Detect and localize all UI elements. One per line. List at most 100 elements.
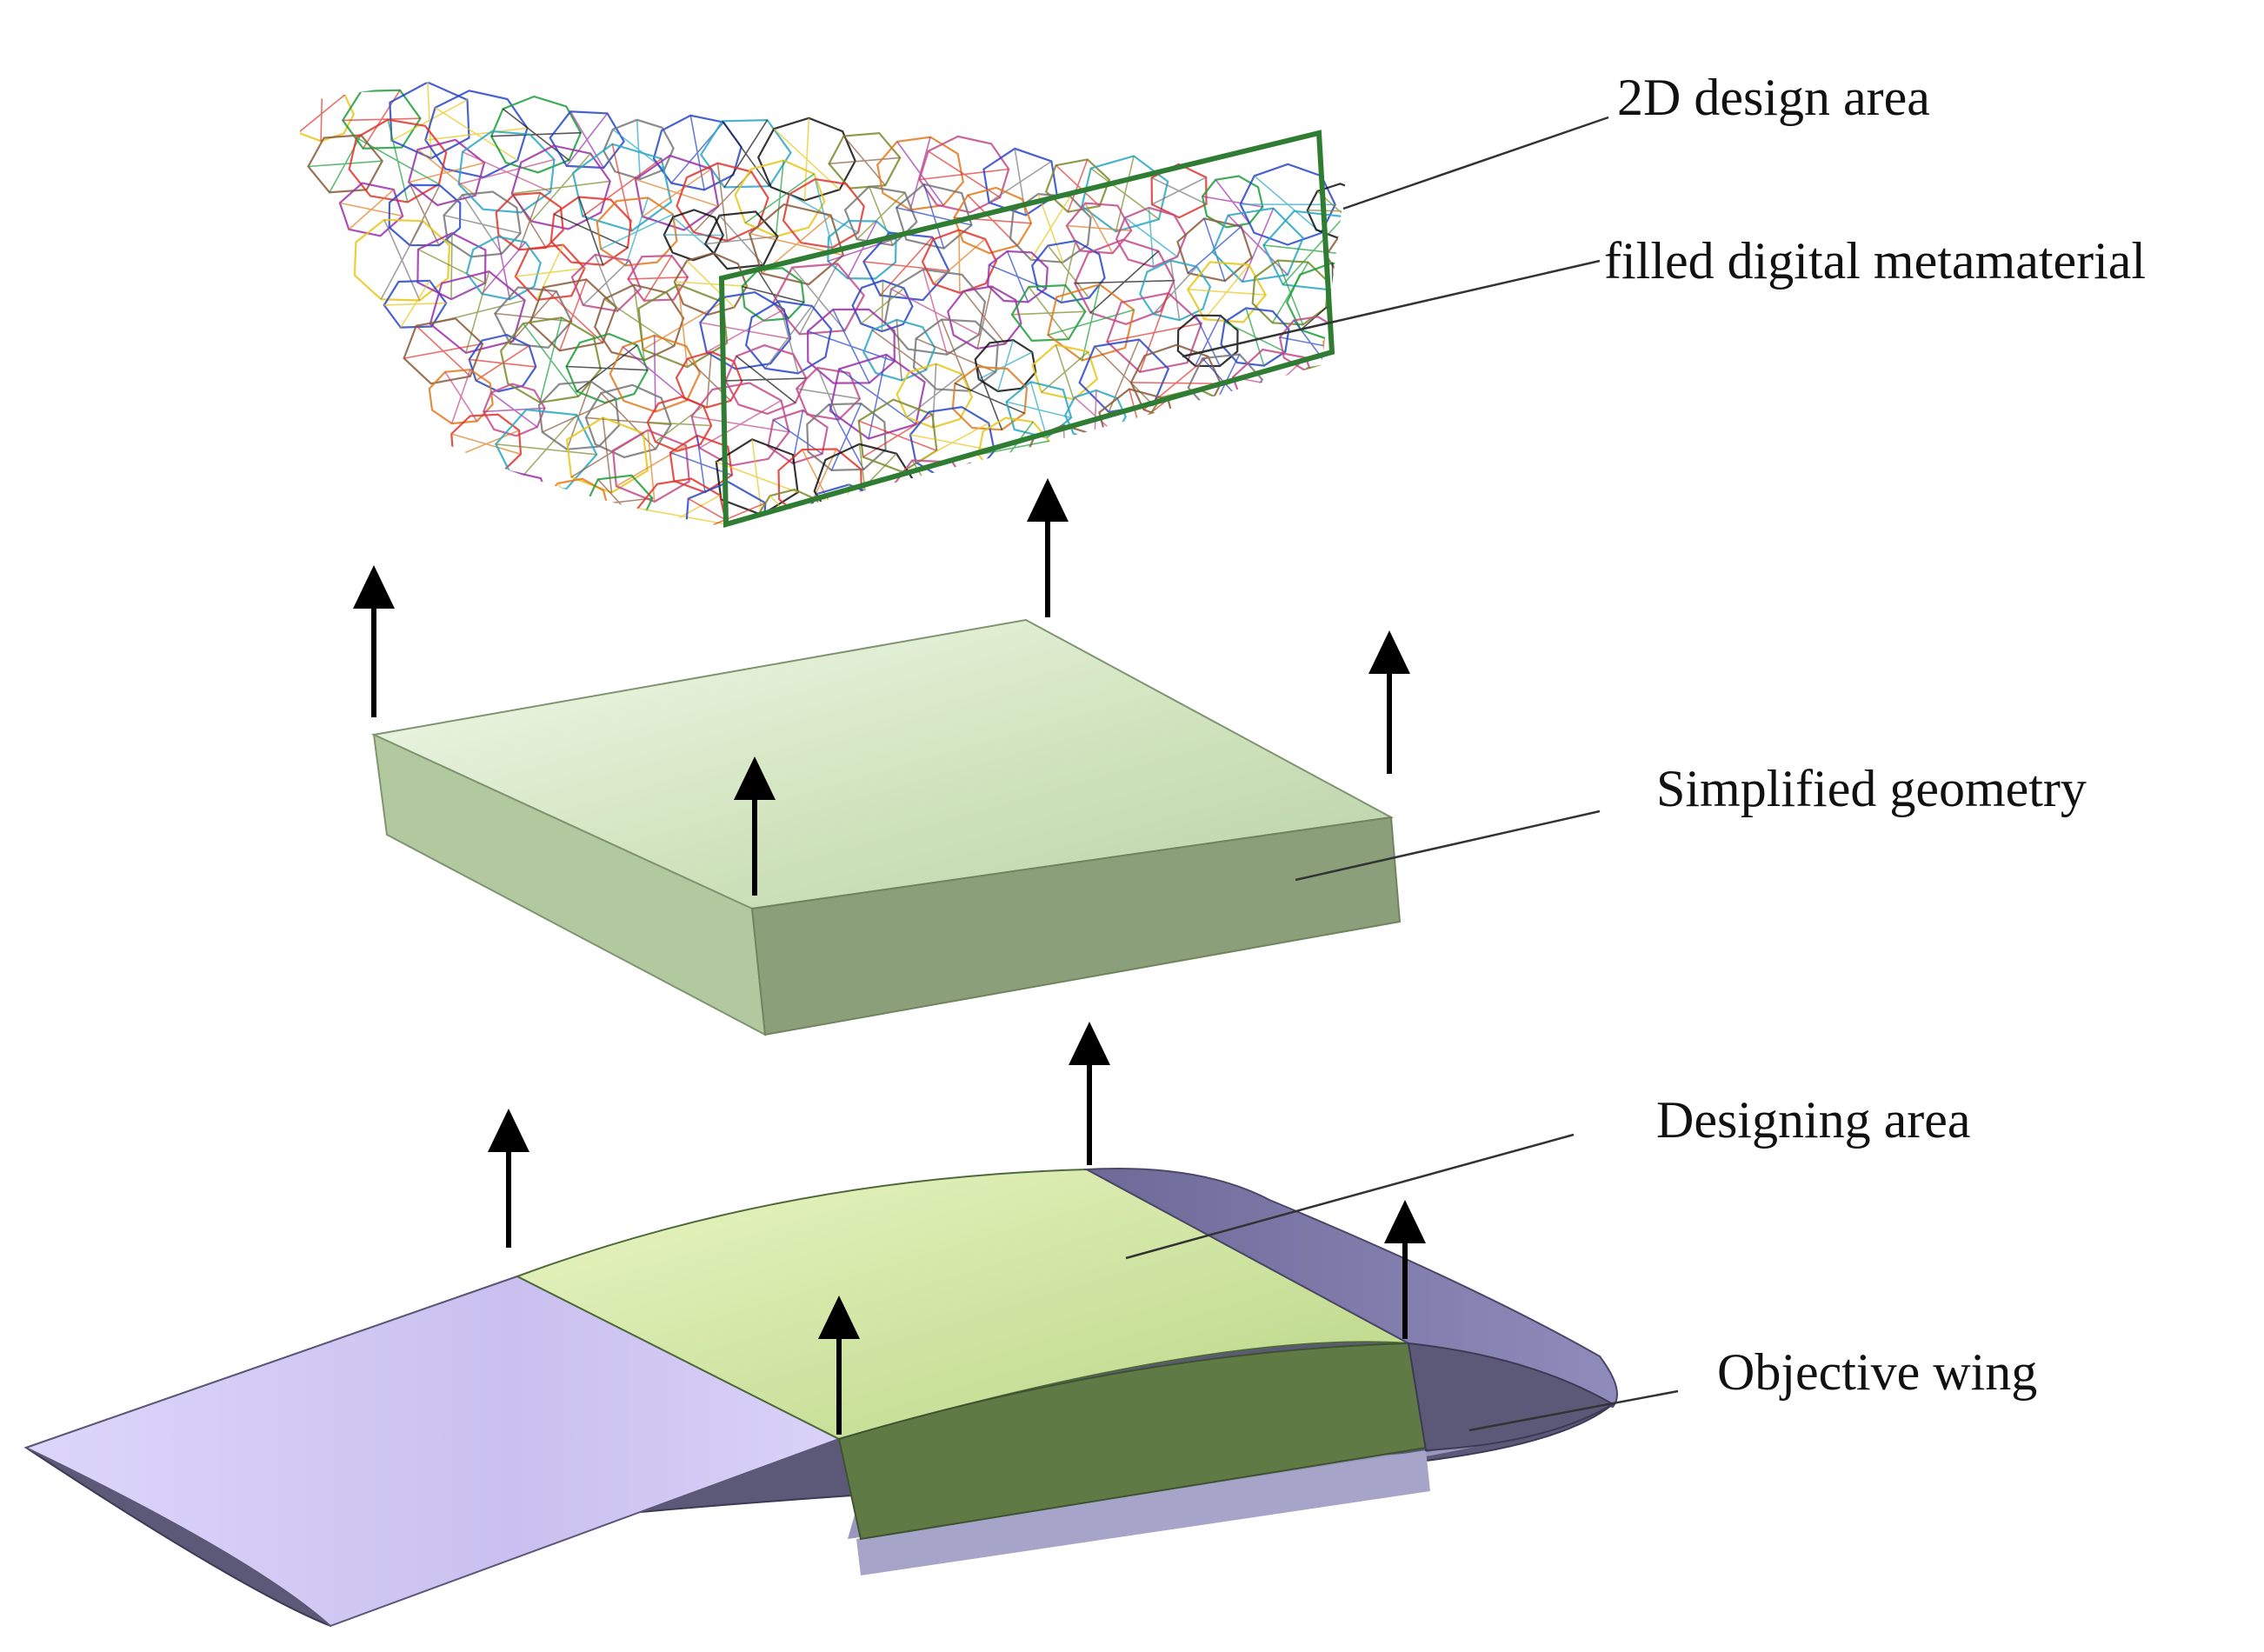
lattice-strut (600, 197, 674, 266)
lattice-strut (566, 110, 609, 169)
lattice-cell (1403, 375, 1481, 440)
lattice-strut (417, 233, 486, 300)
lattice-strut (343, 90, 421, 150)
lattice-strut (838, 354, 916, 439)
lattice-cell (1217, 498, 1284, 527)
lattice-strut (1294, 451, 1346, 516)
lattice-strut (496, 414, 597, 485)
block-front-face (750, 816, 1402, 1036)
lattice-strut (308, 135, 383, 193)
lattice-cell (1296, 545, 1362, 600)
lattice-strut (896, 137, 944, 210)
lattice-cell (486, 470, 550, 525)
lattice-strut (1397, 565, 1467, 603)
lattice-strut (860, 280, 905, 332)
lattice-strut (744, 160, 815, 236)
wing-leading-panel (23, 1275, 842, 1628)
lattice-cell (948, 510, 1041, 527)
lattice-strut (1224, 308, 1286, 366)
lattice-strut (674, 260, 747, 308)
lattice-cell (1055, 511, 1149, 527)
lattice-strut (511, 153, 610, 223)
lattice-strut (1348, 222, 1395, 289)
lattice-strut (1100, 482, 1166, 527)
lattice-strut (380, 219, 424, 301)
lattice-strut (829, 135, 901, 186)
lattice-strut (757, 495, 825, 527)
lattice-strut (1496, 516, 1537, 574)
lattice-strut (403, 325, 483, 377)
lattice-strut (796, 367, 861, 420)
wing-lower-band (856, 1450, 1430, 1575)
lattice-cell (1099, 481, 1167, 527)
lattice-strut (1350, 275, 1441, 329)
lattice-strut (1090, 156, 1160, 232)
lattice-strut (1416, 460, 1462, 517)
lattice-cell (1128, 439, 1202, 497)
lattice-cell (1432, 516, 1491, 566)
arrow-up-icon (1368, 630, 1410, 774)
lattice-strut (1120, 518, 1222, 527)
lattice-cell (1238, 450, 1311, 513)
lattice-strut (669, 435, 733, 493)
metamaterial-lattice (300, 81, 1550, 603)
lattice-cell (933, 462, 1019, 527)
lattice-strut (1240, 175, 1335, 234)
lattice-strut (772, 410, 823, 464)
lattice-strut (635, 168, 719, 217)
arrow-up-icon (734, 756, 776, 896)
lattice-strut (483, 392, 545, 428)
lattice-strut (1365, 494, 1455, 576)
lattice-cell (1312, 503, 1346, 527)
lattice-strut (1153, 260, 1198, 321)
lattice-strut (1295, 363, 1346, 432)
lattice-strut (443, 194, 521, 255)
lattice-strut (1202, 179, 1263, 224)
arrow-up-icon (353, 565, 395, 717)
leader-objective-wing (1468, 1389, 1679, 1432)
objective-wing (23, 1168, 1618, 1628)
lattice-strut (1030, 516, 1076, 527)
lattice-strut (300, 86, 346, 142)
lattice-strut (1271, 502, 1340, 527)
lattice-strut (543, 279, 603, 351)
lattice-cell (802, 483, 890, 527)
lattice-strut (1349, 371, 1440, 421)
label-filled-digital-metamaterial: filled digital metamaterial (1604, 232, 2147, 290)
lattice-cell (1450, 462, 1528, 528)
lattice-strut (773, 117, 841, 201)
lattice-strut (1212, 393, 1284, 461)
lattice-strut (716, 439, 798, 516)
lattice-cell (1293, 450, 1346, 517)
lattice-strut (863, 236, 949, 296)
lattice-strut (1351, 464, 1409, 513)
lattice-strut (1094, 339, 1154, 413)
lattice-strut (637, 494, 727, 527)
lattice-cell (861, 501, 940, 527)
lattice-strut (1235, 555, 1303, 583)
lattice-cell (1349, 357, 1440, 435)
lattice-strut (1432, 521, 1491, 560)
lattice-strut (1419, 375, 1464, 440)
lattice-cell (1155, 480, 1238, 527)
lattice-strut (791, 263, 846, 335)
lattice-strut (481, 236, 526, 300)
lattice-cell (1482, 516, 1550, 574)
lattice-strut (1387, 337, 1465, 371)
lattice-strut (582, 143, 663, 231)
lattice-strut (962, 286, 1006, 350)
leader-simplified-geometry (1295, 809, 1601, 882)
lattice-strut (1107, 292, 1202, 373)
label-designing-area: Designing area (1656, 1091, 1971, 1149)
lattice-strut (429, 270, 525, 354)
lattice-strut (968, 511, 1021, 527)
lattice-strut (722, 119, 770, 188)
lattice-strut (1239, 464, 1310, 499)
lattice-strut (890, 269, 980, 355)
label-2d-design-area: 2D design area (1617, 69, 1930, 126)
lattice-strut (801, 449, 839, 520)
lattice-strut (523, 317, 579, 403)
lattice-cell (1427, 418, 1510, 491)
lattice-strut (1313, 504, 1346, 527)
lattice-strut (622, 335, 688, 412)
